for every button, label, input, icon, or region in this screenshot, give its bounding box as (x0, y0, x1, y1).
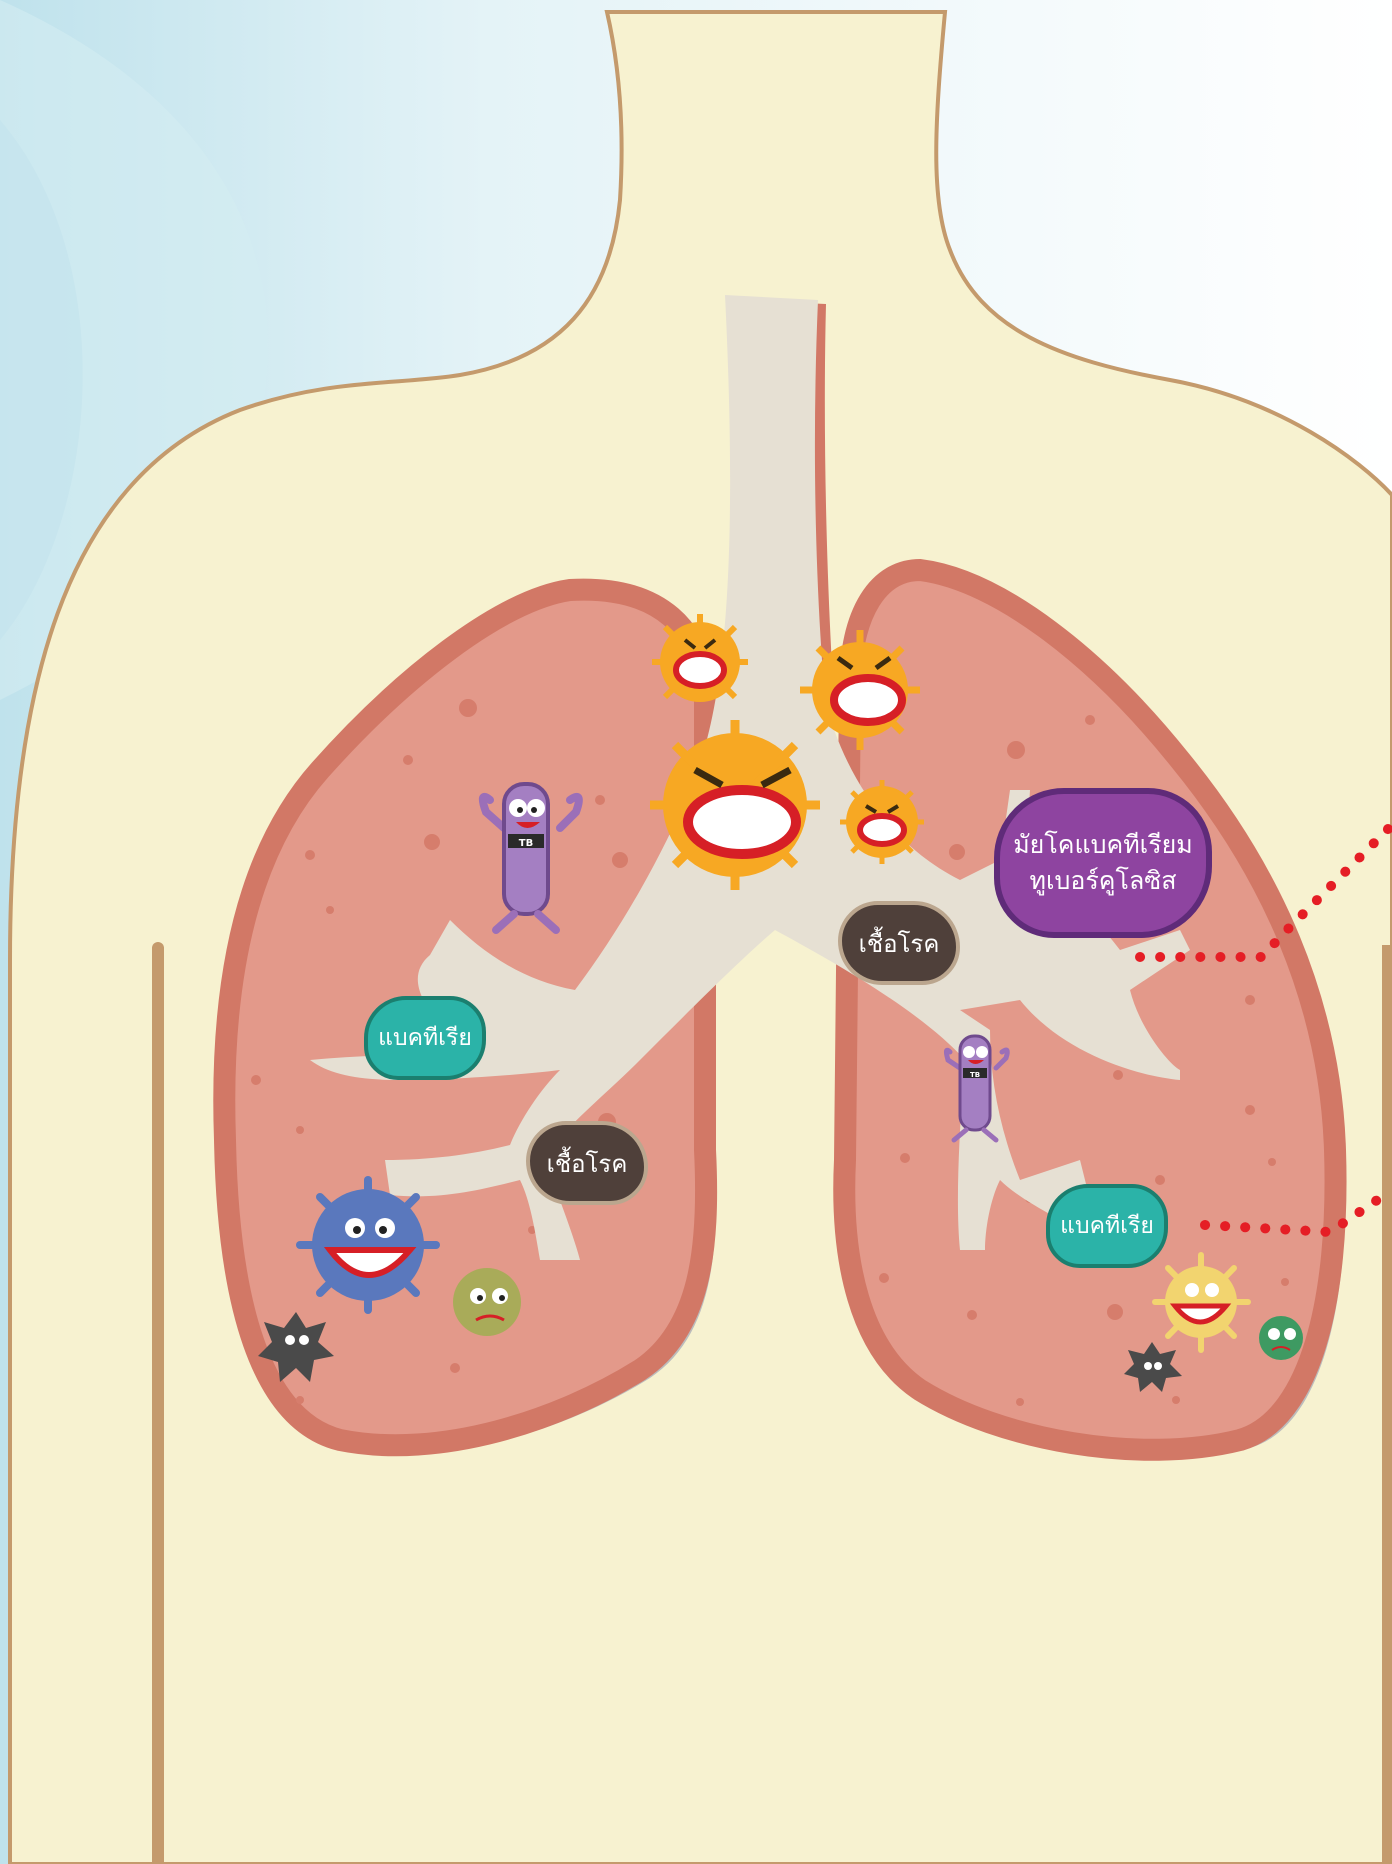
angry-orange-germ (840, 780, 924, 864)
pathogen-label-right: เชื้อโรค (838, 901, 960, 985)
green-germ (1259, 1316, 1303, 1360)
blue-virus-germ (300, 1180, 436, 1310)
mycobacterium-label-line1: มัยโคแบคทีเรียม (1013, 827, 1193, 863)
bacteria-label-left: แบคทีเรีย (364, 996, 486, 1080)
tb-badge-text: TB (519, 838, 533, 849)
mycobacterium-label: มัยโคแบคทีเรียม ทูเบอร์คูโลซิส (994, 788, 1212, 938)
angry-orange-germ (650, 720, 820, 890)
pathogen-label-left: เชื้อโรค (526, 1121, 648, 1205)
yellow-germ (1155, 1255, 1248, 1350)
angry-orange-germ (800, 630, 920, 750)
bacteria-label-right: แบคทีเรีย (1046, 1184, 1168, 1268)
tb-badge-text: TB (970, 1071, 980, 1079)
mycobacterium-label-line2: ทูเบอร์คูโลซิส (1029, 863, 1176, 899)
olive-germ (453, 1268, 521, 1336)
